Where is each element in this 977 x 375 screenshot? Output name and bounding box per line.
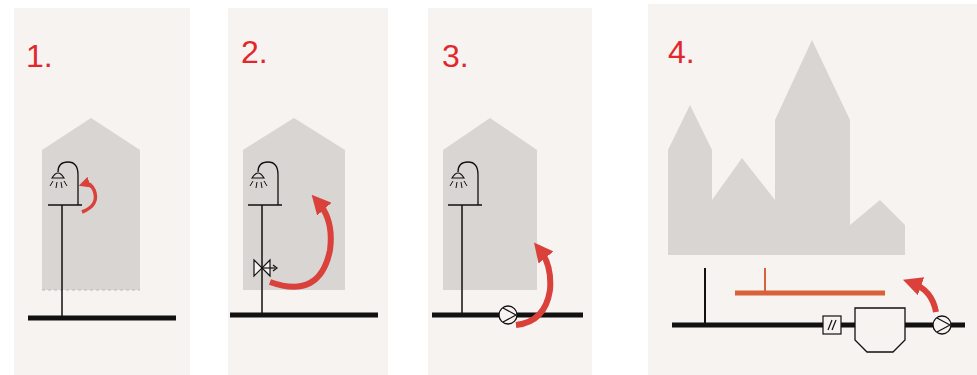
pump-symbol [933,316,951,334]
house-1 [28,118,176,318]
house-2 [230,118,378,315]
panel-number: 4. [668,36,695,68]
valve-symbol [254,260,277,276]
filter-symbol [823,316,841,334]
tank-symbol [855,308,905,352]
panel-ground [228,8,388,375]
panel-ground [14,8,190,375]
panel-number: 1. [26,40,53,72]
pump-symbol [499,306,517,324]
town-4 [668,40,965,352]
panel-number: 3. [442,40,469,72]
panel-ground [428,8,592,375]
panel-number: 2. [241,36,268,68]
panel-ground [648,4,977,375]
house-3 [432,118,583,325]
